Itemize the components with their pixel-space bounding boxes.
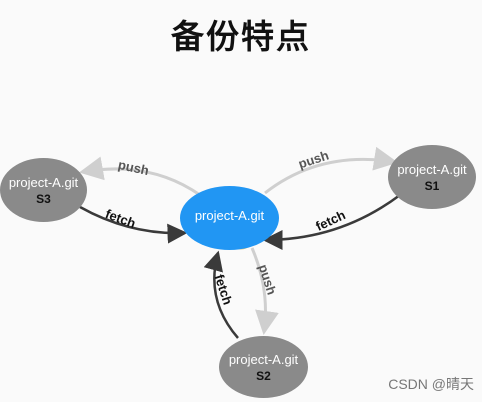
- center-repo-label: project-A.git: [194, 207, 265, 223]
- server-s2-node[interactable]: project-A.git S2: [219, 336, 308, 398]
- watermark: CSDN @晴天: [388, 376, 474, 392]
- push-arrow-s2: [250, 247, 279, 335]
- center-repo-node[interactable]: project-A.git: [180, 186, 279, 250]
- s2-repo-label: project-A.git: [228, 351, 299, 367]
- s1-repo-label: project-A.git: [397, 161, 467, 177]
- s3-server-label: S3: [36, 191, 51, 206]
- fetch-arrow-s2: [203, 250, 239, 339]
- s1-server-label: S1: [424, 178, 440, 193]
- s2-server-label: S2: [256, 368, 271, 383]
- page-title: 备份特点: [171, 17, 311, 56]
- server-s3-node[interactable]: project-A.git S3: [0, 158, 87, 222]
- fetch-arrow-s3: [79, 205, 188, 244]
- s3-repo-label: project-A.git: [8, 174, 79, 190]
- fetch-arrow-s1: [262, 193, 401, 250]
- server-s1-node[interactable]: project-A.git S1: [388, 145, 476, 209]
- push-arrow-s3: [79, 156, 201, 197]
- push-arrow-s1: [264, 146, 398, 195]
